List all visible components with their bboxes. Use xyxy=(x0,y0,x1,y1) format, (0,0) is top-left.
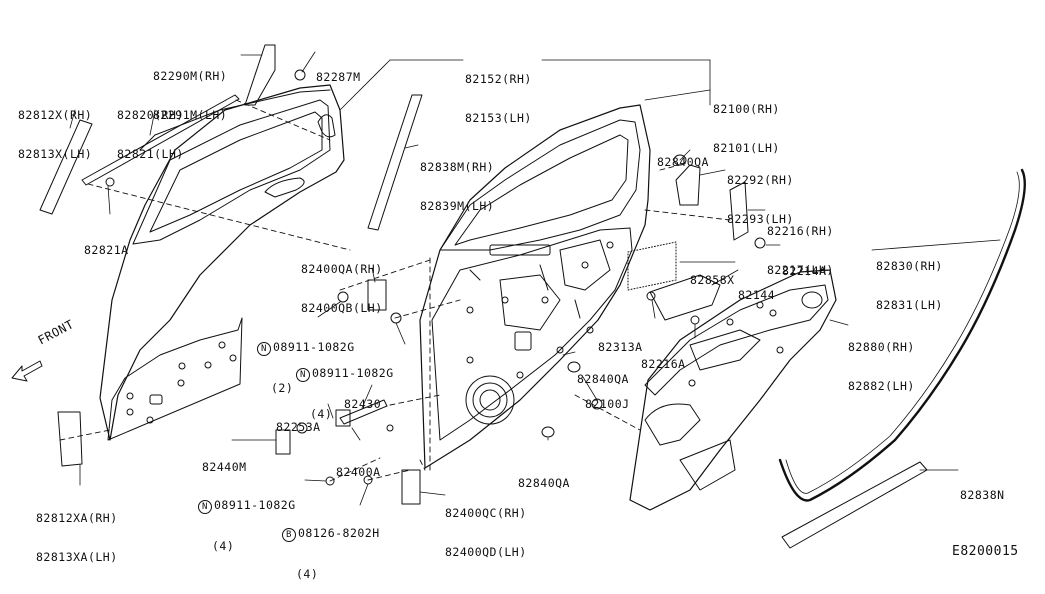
part-label-82830[interactable]: 82830(RH) 82831(LH) xyxy=(876,259,943,312)
inner-door-frame xyxy=(419,104,651,469)
part-label-82840qa-low[interactable]: 82840QA xyxy=(518,476,570,490)
bolt-symbol-icon: B xyxy=(282,528,296,542)
sill-seal xyxy=(781,461,928,549)
nut-symbol-icon: N xyxy=(296,368,310,382)
nut-symbol-icon: N xyxy=(257,342,271,356)
part-label-82820[interactable]: 82820(RH) 82821(LH) xyxy=(117,108,184,161)
part-label-82858x[interactable]: 82858X xyxy=(690,273,735,287)
assembly-lines xyxy=(59,99,731,482)
part-label-82840qa-mid[interactable]: 82840QA xyxy=(577,372,629,386)
part-label-82290m[interactable]: 82290M(RH) 82291M(LH) xyxy=(153,69,228,122)
door-trim-panel xyxy=(629,269,837,511)
diagram-drawing xyxy=(11,44,1026,549)
part-label-82313a[interactable]: 82313A xyxy=(598,340,643,354)
front-arrow-icon xyxy=(11,360,43,382)
diagram-code: E8200015 xyxy=(952,544,1019,559)
nut-symbol-icon: N xyxy=(198,500,212,514)
part-label-82880[interactable]: 82880(RH) 82882(LH) xyxy=(848,340,915,393)
part-label-82812xa[interactable]: 82812XA(RH) 82813XA(LH) xyxy=(36,511,118,564)
part-label-82838m[interactable]: 82838M(RH) 82839M(LH) xyxy=(420,160,495,213)
part-label-82400a[interactable]: 82400A xyxy=(336,465,381,479)
part-label-82100j[interactable]: 82100J xyxy=(585,397,630,411)
part-label-82840qa-top[interactable]: 82840QA xyxy=(657,155,709,169)
part-label-82400qa[interactable]: 82400QA(RH) 82400QB(LH) xyxy=(301,262,383,315)
door-weatherstrip xyxy=(778,168,1026,502)
parts-diagram: 82290M(RH) 82291M(LH) 82287M 82812X(RH) … xyxy=(11,44,1026,581)
part-label-82287m[interactable]: 82287M xyxy=(316,70,361,84)
part-label-82253a[interactable]: 82253A xyxy=(276,420,321,434)
part-label-82838n[interactable]: 82838N xyxy=(960,488,1005,502)
part-label-82440m[interactable]: 82440M xyxy=(202,460,247,474)
part-label-82216a[interactable]: 82216A xyxy=(641,357,686,371)
part-label-82216[interactable]: 82216(RH) 82217(LH) xyxy=(767,224,834,277)
part-label-82292[interactable]: 82292(RH) 82293(LH) xyxy=(727,173,794,226)
part-label-82152[interactable]: 82152(RH) 82153(LH) xyxy=(465,72,532,125)
part-label-82821a[interactable]: 82821A xyxy=(84,243,129,257)
part-label-82100[interactable]: 82100(RH) 82101(LH) xyxy=(713,102,780,155)
part-label-82214a[interactable]: 82214A xyxy=(782,264,827,278)
small-parts xyxy=(39,44,766,505)
part-label-82400qc[interactable]: 82400QC(RH) 82400QD(LH) xyxy=(445,506,527,559)
part-label-82430[interactable]: 82430 xyxy=(344,397,382,411)
leader-lines xyxy=(69,51,1001,506)
part-label-82812x[interactable]: 82812X(RH) 82813X(LH) xyxy=(18,108,93,161)
part-label-82144[interactable]: 82144 xyxy=(738,288,776,302)
